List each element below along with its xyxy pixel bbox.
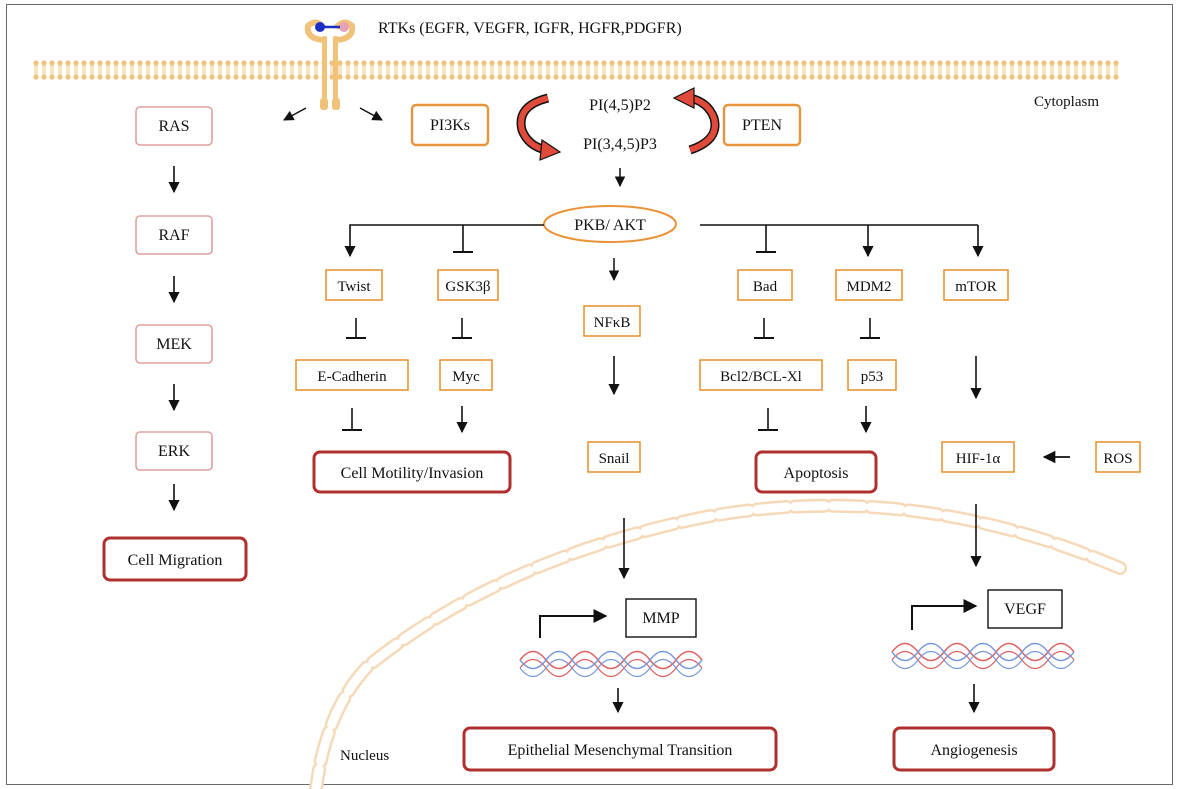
ras-box	[135, 106, 213, 146]
angiogenesis-label: Angiogenesis	[930, 742, 1017, 759]
mdm2-label: MDM2	[846, 279, 891, 295]
rtk-title: RTKs (EGFR, VEGFR, IGFR, HGFR,PDGFR)	[378, 20, 682, 37]
nuclear-envelope	[309, 498, 1127, 789]
bad-box	[737, 269, 793, 301]
erk-label: ERK	[158, 443, 190, 460]
ecadherin-box	[295, 359, 409, 391]
apoptosis-box	[754, 450, 878, 494]
vegf-label: VEGF	[1004, 601, 1046, 618]
akt-node	[543, 205, 677, 243]
ecadherin-label: E-Cadherin	[317, 369, 387, 385]
emt-label: Epithelial Mesenchymal Transition	[508, 742, 733, 759]
twist-box	[325, 269, 383, 301]
cell-migration-box	[102, 536, 248, 582]
mtor-box	[943, 269, 1009, 301]
mek-box	[135, 324, 213, 364]
p53-label: p53	[861, 369, 884, 385]
akt-label: PKB/ AKT	[574, 217, 646, 234]
myc-label: Myc	[452, 369, 480, 385]
bcl2-box	[699, 359, 823, 391]
cell-migration-label: Cell Migration	[128, 552, 223, 569]
pi3k-box	[410, 103, 490, 147]
bad-label: Bad	[753, 279, 778, 295]
twist-label: Twist	[337, 279, 371, 295]
pten-label: PTEN	[742, 117, 782, 134]
pten-box	[722, 103, 802, 147]
dna-helix-icon	[891, 642, 1075, 670]
emt-box	[462, 726, 778, 772]
gsk3b-label: GSK3β	[445, 279, 490, 295]
cell-motility-box	[312, 450, 512, 494]
mmp-box	[625, 598, 697, 638]
cell-membrane	[32, 60, 1120, 80]
conversion-arrow-left-icon	[516, 93, 562, 161]
gsk3b-box	[437, 269, 499, 301]
mek-label: MEK	[156, 336, 192, 353]
nfkb-box	[583, 305, 641, 337]
cytoplasm-label: Cytoplasm	[1034, 94, 1099, 110]
mdm2-box	[835, 269, 903, 301]
erk-box	[135, 431, 213, 471]
snail-box	[587, 441, 641, 473]
myc-box	[439, 359, 493, 391]
vegf-box	[987, 589, 1063, 629]
hif1a-label: HIF-1α	[956, 451, 1001, 467]
ras-pathway: RAS RAF MEK ERK Cell Migration	[102, 106, 248, 582]
mtor-label: mTOR	[955, 279, 996, 295]
ros-label: ROS	[1103, 451, 1132, 467]
bcl2-label: Bcl2/BCL-Xl	[720, 369, 802, 385]
dna-helix-icon	[519, 650, 703, 678]
p53-box	[847, 359, 897, 391]
rtk-receptor-icon	[304, 19, 356, 110]
nucleus-label: Nucleus	[340, 748, 389, 764]
pi3k-label: PI3Ks	[430, 117, 470, 134]
apoptosis-label: Apoptosis	[784, 465, 849, 482]
nfkb-label: NFκB	[594, 315, 631, 331]
mmp-label: MMP	[642, 610, 679, 627]
cell-motility-label: Cell Motility/Invasion	[341, 465, 484, 482]
hif1a-box	[941, 441, 1015, 473]
ros-box	[1095, 441, 1141, 473]
conversion-arrow-right-icon	[672, 87, 720, 155]
pip2-label: PI(4,5)P2	[589, 97, 651, 114]
snail-label: Snail	[599, 451, 630, 467]
raf-box	[135, 215, 213, 255]
pip3-label: PI(3,4,5)P3	[583, 136, 657, 153]
ras-label: RAS	[158, 118, 189, 135]
figure-frame	[6, 4, 1173, 785]
angiogenesis-box	[892, 726, 1056, 772]
raf-label: RAF	[158, 227, 189, 244]
